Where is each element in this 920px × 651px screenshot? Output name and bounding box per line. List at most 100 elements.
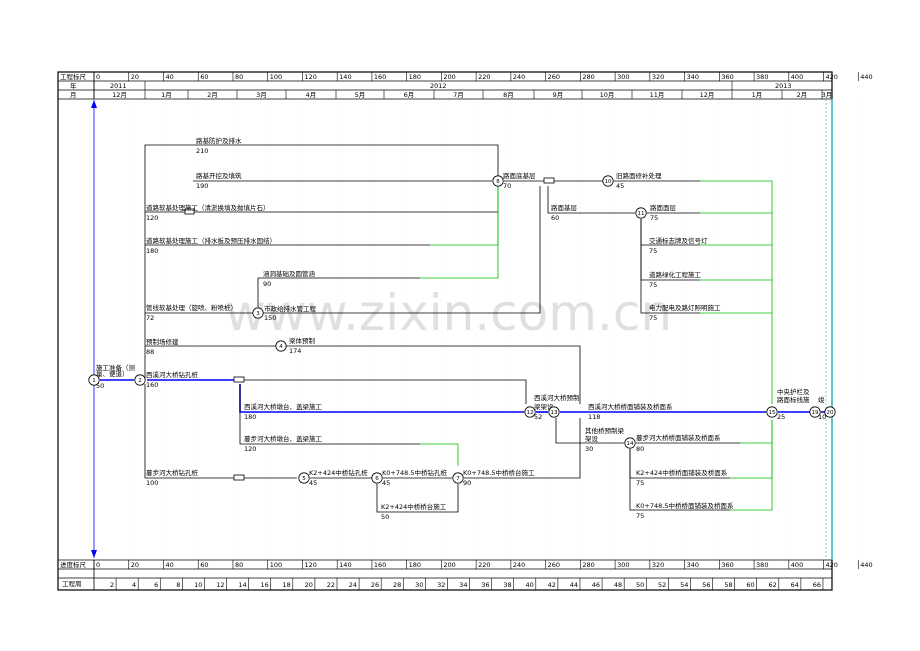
- activity-duration: 75: [636, 512, 644, 520]
- week-label: 66: [813, 581, 821, 589]
- year-label: 2012: [430, 82, 447, 90]
- event-node: 12: [524, 406, 536, 418]
- event-node-number: 8: [496, 179, 500, 185]
- week-label: 16: [260, 581, 268, 589]
- year-label: 2013: [775, 82, 792, 90]
- activity-duration: 50: [96, 382, 104, 390]
- activity-label: 路面标线施: [777, 395, 810, 404]
- activity-duration: 50: [381, 513, 389, 521]
- activity-label: 中央护栏及: [777, 387, 810, 396]
- activity-duration: 52: [534, 413, 542, 421]
- activity-duration: 75: [649, 247, 657, 255]
- header-grid: [57, 71, 833, 591]
- week-label: 44: [570, 581, 578, 589]
- event-node: 6: [371, 472, 383, 484]
- week-label: 58: [724, 581, 732, 589]
- event-node-number: 12: [527, 410, 534, 416]
- scale-tick-label: 220: [478, 561, 490, 569]
- event-node: 11: [635, 207, 647, 219]
- week-label: 60: [746, 581, 754, 589]
- event-node-number: 20: [827, 410, 834, 416]
- activity-duration: 45: [616, 182, 624, 190]
- scale-tick-label: 140: [339, 561, 351, 569]
- week-label: 62: [769, 581, 777, 589]
- activity-label: 竣: [818, 395, 825, 404]
- activity-label: 架设: [585, 434, 599, 443]
- activity-duration: 45: [309, 479, 317, 487]
- scale-tick-label: 420: [826, 73, 838, 81]
- week-label: 14: [238, 581, 246, 589]
- scale-tick-label: 340: [687, 561, 699, 569]
- activity-duration: 30: [585, 445, 593, 453]
- event-node-number: 14: [627, 441, 634, 447]
- activity-label: 旧路面修补处理: [616, 171, 662, 180]
- event-node-number: 2: [138, 378, 142, 384]
- week-label: 50: [636, 581, 644, 589]
- scale-tick-label: 160: [374, 561, 386, 569]
- activity-duration: 80: [636, 445, 644, 453]
- activity-duration: 25: [777, 413, 785, 421]
- activity-label: 预制场修建: [146, 337, 179, 346]
- month-label: 2月: [797, 91, 808, 99]
- week-label: 32: [437, 581, 445, 589]
- event-node-circle: [88, 374, 100, 386]
- scale-tick-label: 200: [443, 561, 455, 569]
- activity-label: 蔓步河大桥墩台、盖梁施工: [244, 434, 323, 443]
- activity-label: 道路软基处理施工（清淤换填及抛填片石）: [146, 203, 270, 212]
- activity-duration: 75: [649, 314, 657, 322]
- scale-tick-label: 240: [513, 73, 525, 81]
- scale-tick-label: 300: [617, 73, 629, 81]
- activity-label: 西溪河大桥预制: [534, 393, 580, 402]
- week-label: 22: [327, 581, 335, 589]
- scale-tick-label: 60: [200, 73, 208, 81]
- event-node-circle: [298, 472, 310, 484]
- week-label: 46: [592, 581, 600, 589]
- scale-tick-label: 440: [860, 73, 872, 81]
- activity-label: 路面底基层: [503, 171, 536, 180]
- activity-duration: 180: [244, 413, 256, 421]
- event-node: 3: [252, 307, 264, 319]
- week-label: 4: [132, 581, 136, 589]
- month-label: 1月: [752, 91, 763, 99]
- activity-duration: 120: [146, 214, 158, 222]
- scale-tick-label: 100: [270, 561, 282, 569]
- activity-duration: 75: [650, 214, 658, 222]
- scale-tick-label: 360: [721, 73, 733, 81]
- month-label: 1月: [161, 91, 172, 99]
- event-node-circle: [809, 406, 821, 418]
- activity-label: K2+424中桥桥面铺装及桥面系: [636, 468, 728, 477]
- week-label: 6: [154, 581, 158, 589]
- scale-tick-label: 120: [304, 73, 316, 81]
- month-label: 2月: [207, 91, 218, 99]
- event-node: 13: [548, 406, 560, 418]
- activity-label: 交通标志牌及信号灯: [649, 236, 708, 245]
- event-node-number: 5: [302, 476, 306, 482]
- activity-duration: 75: [636, 479, 644, 487]
- scale-tick-label: 240: [513, 561, 525, 569]
- month-label: 4月: [306, 91, 317, 99]
- week-label: 48: [614, 581, 622, 589]
- activity-duration: 150: [264, 314, 276, 322]
- month-label: 7月: [453, 91, 464, 99]
- event-node-circle: [602, 175, 614, 187]
- month-label: 3月: [822, 91, 833, 99]
- event-node: 14: [624, 437, 636, 449]
- activity-label: 路面基层: [551, 203, 578, 212]
- activity-duration: 120: [244, 445, 256, 453]
- scale-tick-label: 60: [200, 561, 208, 569]
- month-label: 9月: [553, 91, 564, 99]
- activity-duration: 45: [382, 479, 390, 487]
- event-node-number: 11: [638, 211, 645, 217]
- scale-tick-label: 140: [339, 73, 351, 81]
- scale-tick-label: 0: [96, 73, 100, 81]
- event-node-circle: [275, 340, 287, 352]
- week-label: 64: [791, 581, 799, 589]
- scale-tick-label: 120: [304, 561, 316, 569]
- activity-label: 路基防护及排水: [196, 136, 242, 145]
- activity-duration: 72: [146, 314, 154, 322]
- event-node-circle: [524, 406, 536, 418]
- event-node: 15: [766, 406, 778, 418]
- week-label: 18: [283, 581, 291, 589]
- week-label: 20: [305, 581, 313, 589]
